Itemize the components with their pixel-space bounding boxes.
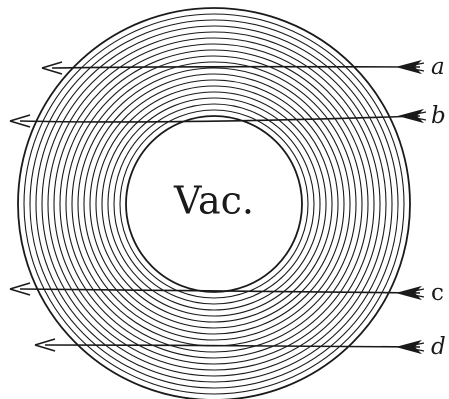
ray-b-label: b xyxy=(431,103,446,129)
vacuum-label: Vac. xyxy=(173,179,254,223)
ray-c-label: c xyxy=(431,280,444,306)
ray-d-label: d xyxy=(431,334,446,360)
ray-a-label: a xyxy=(431,54,445,80)
